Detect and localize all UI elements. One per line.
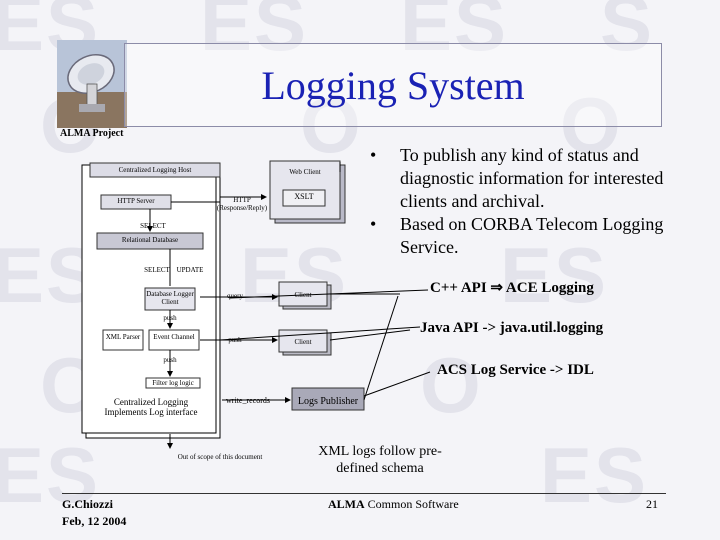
bullet-glyph: • — [370, 214, 377, 234]
slide-title: Logging System — [261, 63, 525, 108]
host-label: Centralized Logging Host — [118, 166, 192, 174]
page-number: 21 — [646, 497, 658, 511]
callout-java: Java API -> java.util.logging — [420, 320, 604, 336]
query-label: query — [227, 292, 243, 300]
title-box: Logging System — [124, 43, 662, 127]
footer-center-bold: ALMA — [328, 497, 365, 511]
bullet-text: To publish any kind of status and diagno… — [400, 145, 664, 211]
footer-author: G.Chiozzi — [62, 497, 113, 511]
project-label: ALMA Project — [60, 128, 124, 139]
xml-parser-label: XML Parser — [105, 333, 141, 341]
bullet-item: • Based on CORBA Telecom Logging Service… — [366, 213, 670, 259]
host-banner — [89, 162, 221, 178]
callout-xml: XML logs follow pre-defined schema — [318, 444, 442, 476]
web-client-label: Web Client — [289, 168, 321, 176]
http-response-label: HTTP (Response/Reply) — [216, 196, 268, 212]
bullet-item: • To publish any kind of status and diag… — [366, 144, 670, 213]
logs-publisher-label: Logs Publisher — [297, 396, 359, 407]
update-label: UPDATE — [176, 266, 204, 274]
xslt-box — [282, 189, 326, 207]
footer-date: Feb, 12 2004 — [62, 514, 127, 528]
relational-db-box — [96, 232, 204, 250]
select-label-1: SELECT — [140, 222, 166, 230]
footer-center-rest: Common Software — [364, 497, 459, 511]
event-channel-box — [148, 329, 200, 351]
push-label-3: push — [163, 356, 177, 364]
db-logger-label: Database Logger Client — [146, 290, 194, 306]
alma-antenna-logo — [57, 40, 127, 128]
select-label-2: SELECT — [144, 266, 170, 274]
client-1-label: Client — [294, 291, 312, 299]
out-of-scope-label: Out of scope of this document — [177, 453, 263, 461]
callout-acs: ACS Log Service -> IDL — [437, 362, 594, 378]
event-channel-label: Event Channel — [153, 333, 195, 341]
write-records-label: write_records — [226, 396, 270, 405]
bullet-text: Based on CORBA Telecom Logging Service. — [400, 214, 664, 257]
client-2-label: Client — [294, 338, 312, 346]
bullet-glyph: • — [370, 145, 377, 165]
push-label-1: push — [163, 314, 177, 322]
http-server-label: HTTP Server — [117, 197, 155, 205]
xml-parser-box — [102, 329, 144, 351]
filter-box — [145, 377, 201, 389]
bullet-list: • To publish any kind of status and diag… — [366, 144, 666, 259]
footer-divider — [62, 493, 666, 494]
xslt-label: XSLT — [294, 192, 314, 201]
callout-cpp: C++ API ⇒ ACE Logging — [430, 280, 594, 296]
relational-db-label: Relational Database — [121, 236, 179, 244]
filter-label: Filter log logic — [152, 379, 194, 387]
push-label-2: push — [228, 336, 242, 344]
footer-center: ALMA Common Software — [328, 497, 459, 512]
central-logging-label: Centralized Logging Implements Log inter… — [104, 397, 198, 417]
